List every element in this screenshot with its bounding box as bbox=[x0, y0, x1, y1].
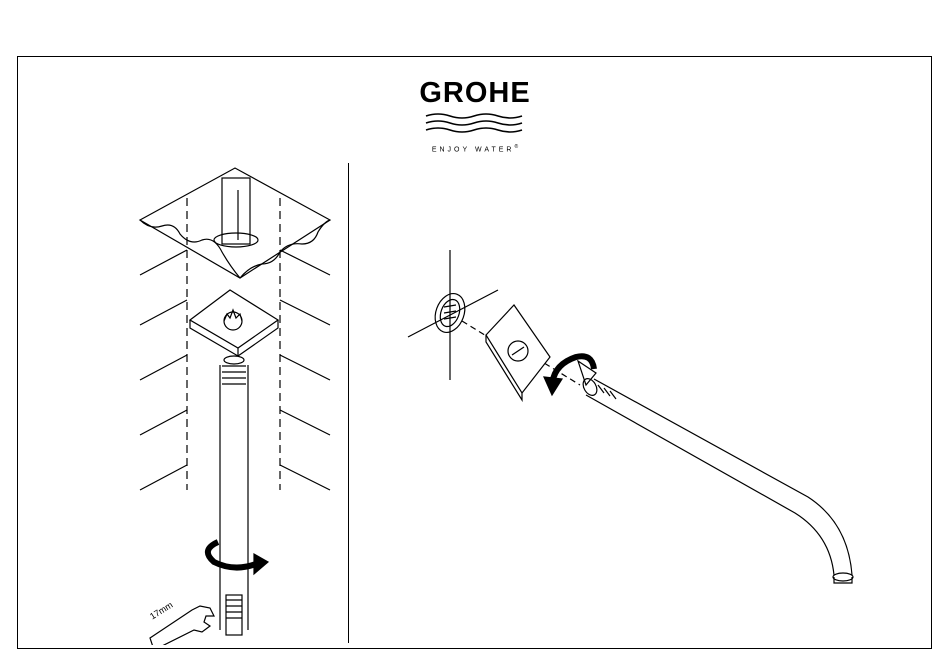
grohe-logo: GROHE ENJOY WATER® bbox=[410, 78, 540, 158]
ceiling-mount-illustration bbox=[130, 160, 345, 645]
water-waves-icon bbox=[424, 112, 526, 136]
logo-wordmark: GROHE bbox=[410, 78, 540, 108]
logo-tagline: ENJOY WATER® bbox=[410, 144, 540, 153]
panel-divider bbox=[348, 163, 349, 643]
wall-mount-illustration bbox=[400, 245, 860, 590]
